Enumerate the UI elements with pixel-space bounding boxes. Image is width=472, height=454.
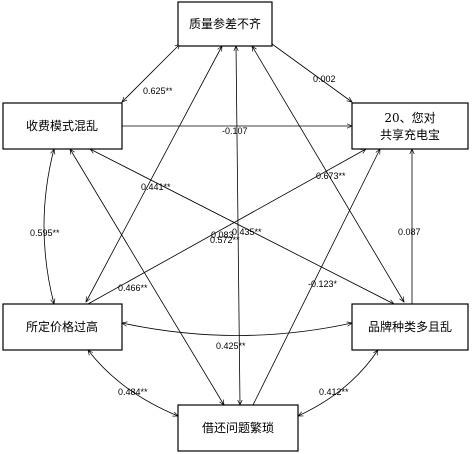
edge-fee-price <box>43 149 54 304</box>
edge-brand-borrow <box>298 350 378 417</box>
node-quality: 质量参差不齐 <box>177 1 273 47</box>
node-quality-label: 质量参差不齐 <box>189 16 261 31</box>
coef-brand-borrow: 0.412** <box>319 387 349 397</box>
coef-brand-target: 0.087 <box>398 227 421 237</box>
coef-price-target: -0.123* <box>308 279 338 289</box>
edge-quality-target <box>271 43 352 102</box>
coef-fee-borrow: 0.466** <box>118 283 148 293</box>
edge-price-brand <box>122 323 352 336</box>
node-target: 20、您对 共享充电宝 <box>351 102 469 150</box>
coef-borrow-target: 0.673** <box>316 171 346 181</box>
node-price-label: 所定价格过高 <box>26 319 98 334</box>
edge-quality-price <box>86 46 222 302</box>
edge-quality-brand <box>252 46 404 302</box>
coef-quality-price: 0.441** <box>141 182 171 192</box>
coef-quality-fee: 0.625** <box>143 86 173 96</box>
node-target-label-line2: 共享充电宝 <box>380 127 440 142</box>
node-fee: 收费模式混乱 <box>2 102 123 150</box>
node-target-label-line1: 20、您对 <box>384 110 435 125</box>
coef-price-brand: 0.425** <box>216 341 246 351</box>
coef-quality-borrow: 0.083 <box>211 230 234 240</box>
edge-price-borrow <box>88 350 178 416</box>
coef-fee-brand: 0.435** <box>232 227 262 237</box>
node-price: 所定价格过高 <box>2 303 123 351</box>
node-borrow-label: 借还问题繁琐 <box>202 420 274 435</box>
coef-fee-target: -0.107 <box>222 126 248 136</box>
node-brand: 品牌种类多且乱 <box>351 303 469 351</box>
coef-quality-brand: 0.572** <box>210 235 240 245</box>
edge-fee-borrow <box>70 149 224 405</box>
edge-borrow-target <box>251 149 380 408</box>
node-brand-label: 品牌种类多且乱 <box>368 320 452 334</box>
node-borrow: 借还问题繁琐 <box>177 404 299 452</box>
coef-fee-price: 0.595** <box>30 228 60 238</box>
coef-price-borrow: 0.484** <box>118 387 148 397</box>
coef-quality-target: 0.002 <box>313 74 336 84</box>
node-fee-label: 收费模式混乱 <box>26 119 98 133</box>
